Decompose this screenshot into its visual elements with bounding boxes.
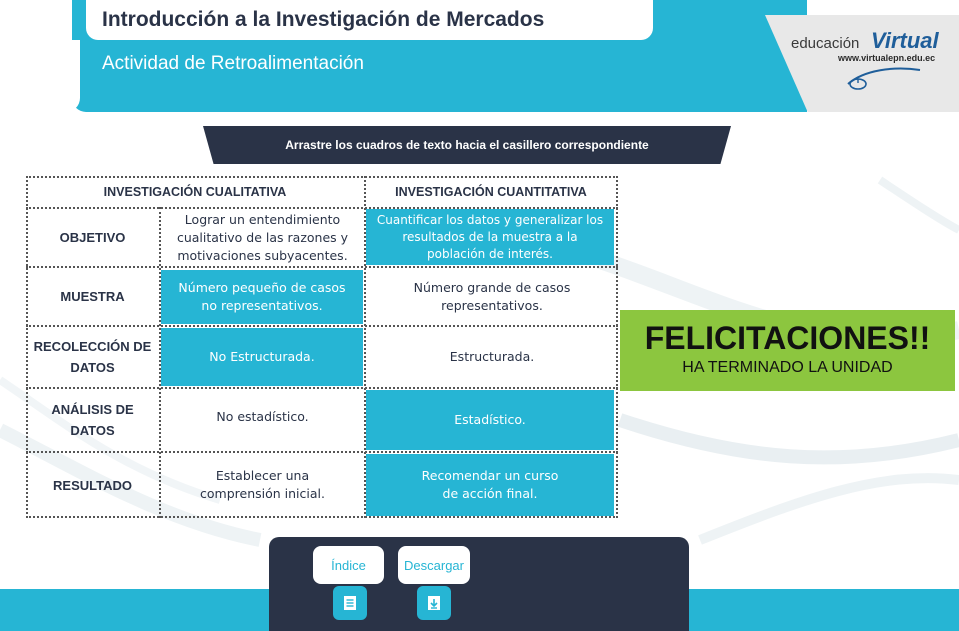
table-border [26,516,618,518]
logo-brand-prefix: educación [791,35,860,52]
congratulations-title: FELICITACIONES!! [644,320,931,356]
header-cuantitativa: INVESTIGACIÓN CUANTITATIVA [395,185,587,199]
table-border [616,176,618,518]
header-cualitativa: INVESTIGACIÓN CUALITATIVA [103,185,287,199]
table-divider [26,207,618,209]
table-divider [364,176,366,518]
table-divider [26,266,618,268]
congratulations-banner: FELICITACIONES!! HA TERMINADO LA UNIDAD [620,310,955,391]
instruction-text: Arrastre los cuadros de texto hacia el c… [285,138,649,152]
row-label-resultado: RESULTADO [53,477,132,493]
congratulations-subtitle: HA TERMINADO LA UNIDAD [682,359,893,376]
drop-cell-cuantitativa-analisis[interactable]: Estadístico. [366,390,614,450]
mouse-logo-icon [847,67,921,90]
table-divider [26,451,618,453]
table-border [26,176,618,178]
page-title: Introducción a la Investigación de Merca… [102,8,545,31]
index-button[interactable]: Índice [313,546,384,584]
cell-cualitativa-analisis: No estadístico. [216,409,309,424]
header-notch [0,40,80,112]
document-icon[interactable] [333,586,367,620]
comparison-table: INVESTIGACIÓN CUALITATIVA INVESTIGACIÓN … [26,176,618,518]
cell-cuantitativa-recoleccion: Estructurada. [449,349,535,364]
drop-cell-cualitativa-recoleccion[interactable]: No Estructurada. [161,328,363,386]
row-label-muestra: MUESTRA [60,289,125,304]
table-divider [26,325,618,327]
title-box [86,0,653,40]
download-icon[interactable] [417,586,451,620]
cell-cualitativa-resultado: Establecer una comprensión inicial. [200,468,325,501]
logo-brand-suffix: Virtual [871,28,939,53]
drop-cell-cuantitativa-resultado[interactable]: Recomendar un curso de acción final. [366,454,614,516]
cell-cuantitativa-muestra: Número grande de casos representativos. [413,279,571,313]
row-label-objetivo: OBJETIVO [59,230,126,245]
table-border [26,176,28,518]
logo-url: www.virtualepn.edu.ec [838,53,936,63]
row-label-analisis: ANÁLISIS DE DATOS [51,402,134,438]
page-subtitle: Actividad de Retroalimentación [102,53,364,74]
table-divider [26,387,618,389]
cell-cualitativa-objetivo: Lograr un entendimiento cualitativo de l… [176,211,349,263]
table-divider [159,207,161,518]
drop-cell-cuantitativa-objetivo[interactable]: Cuantificar los datos y generalizar los … [366,209,614,265]
drop-cell-cualitativa-muestra[interactable]: Número pequeño de casos no representativ… [161,270,363,324]
download-button[interactable]: Descargar [398,546,470,584]
instruction-bar: Arrastre los cuadros de texto hacia el c… [203,126,731,164]
row-label-recoleccion: RECOLECCIÓN DE DATOS [33,339,152,375]
